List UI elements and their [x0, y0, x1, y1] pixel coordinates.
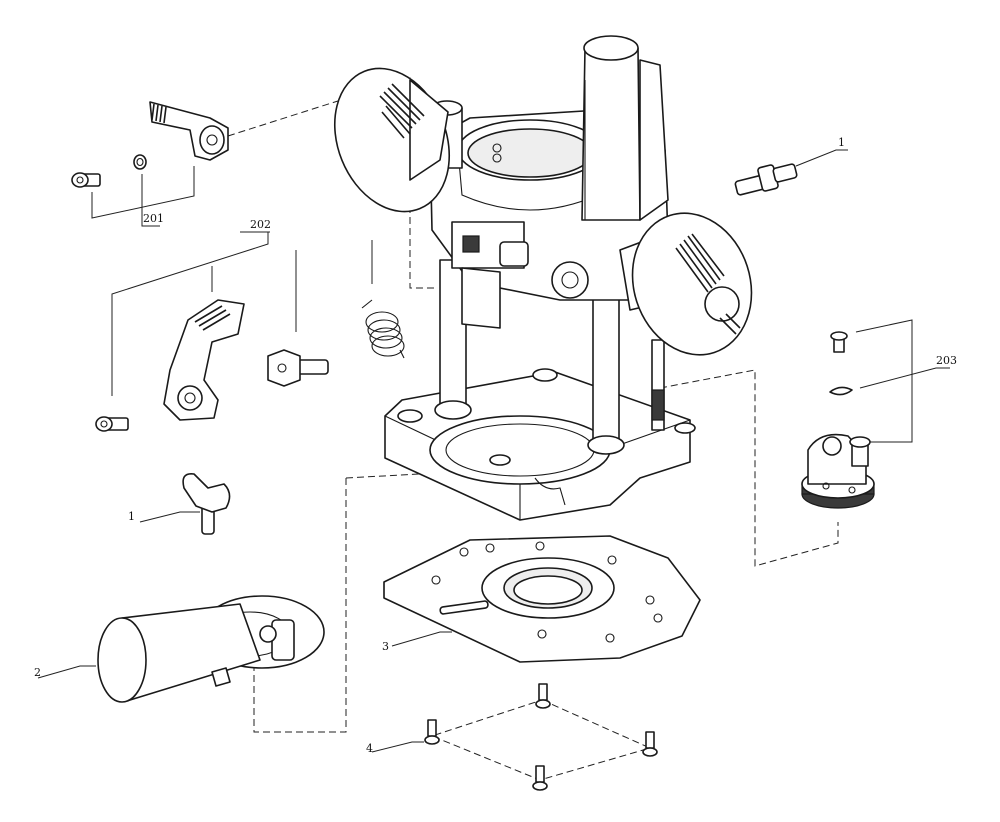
- wing-screw-left: [182, 472, 231, 535]
- plunge-base-assembly: [333, 35, 753, 521]
- depth-stop-turret-203: [801, 433, 875, 509]
- washer-201: [133, 154, 147, 170]
- router-base-foot: [384, 368, 696, 521]
- socket-cap-screw-202: [95, 416, 129, 432]
- callout-1-right: 1: [838, 136, 845, 149]
- callout-3: 3: [382, 640, 389, 653]
- thumb-bolt-right: [734, 163, 798, 196]
- callout-203: 203: [936, 354, 957, 367]
- pan-screw-203: [830, 331, 848, 353]
- socket-cap-screw-201: [71, 172, 101, 188]
- callout-201: 201: [143, 212, 164, 225]
- clamp-lever-part: [149, 101, 229, 161]
- base-plate-screws: [424, 683, 658, 791]
- guide-columns: [434, 259, 665, 455]
- base-screw-2: [642, 731, 658, 757]
- base-screw-3: [532, 765, 548, 791]
- callout-202: 202: [250, 218, 271, 231]
- hex-pin-202: [267, 349, 329, 387]
- dust-extraction-adapter: [97, 595, 325, 703]
- callout-4: 4: [366, 742, 373, 755]
- lock-lever-part: [163, 299, 245, 421]
- callout-1-left: 1: [128, 510, 135, 523]
- base-screw-4: [424, 719, 440, 745]
- torsion-spring-202: [361, 299, 405, 359]
- sub-base-plate: [383, 535, 701, 663]
- base-screw-1: [535, 683, 551, 709]
- clip-203: [829, 386, 853, 396]
- left-handle-knob: [333, 67, 451, 213]
- right-handle-knob: [619, 212, 753, 356]
- callout-2: 2: [34, 666, 41, 679]
